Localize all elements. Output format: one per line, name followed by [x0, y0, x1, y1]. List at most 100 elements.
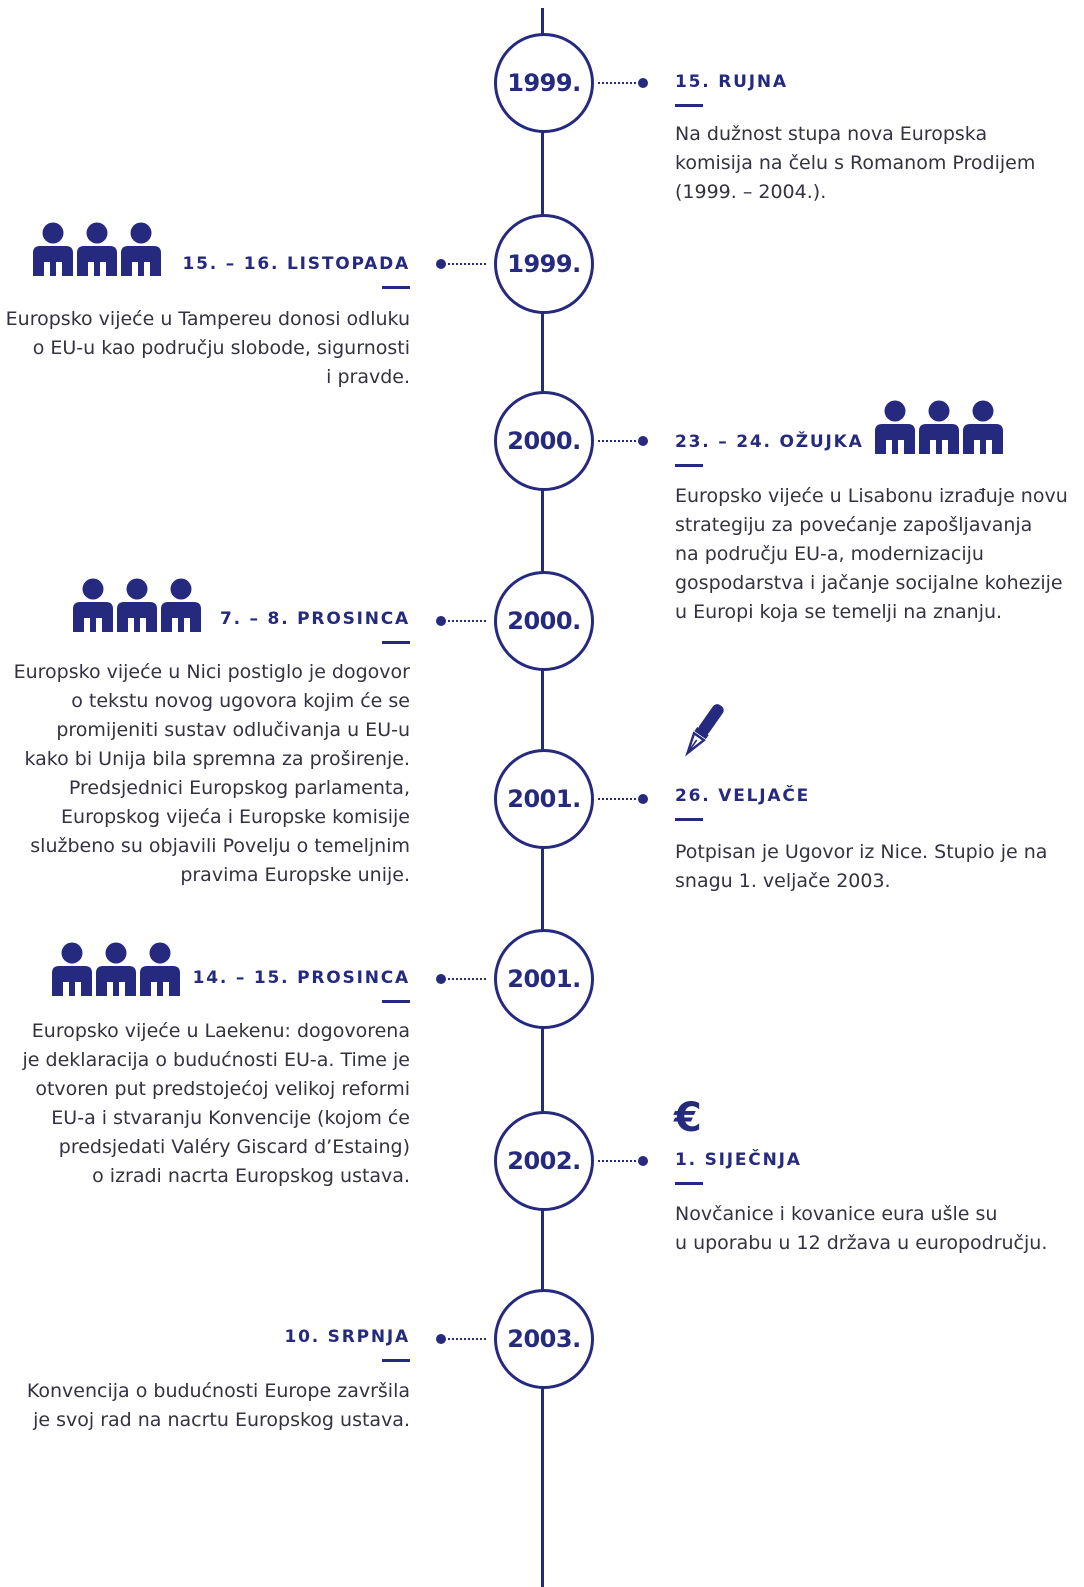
person-head [126, 578, 148, 600]
description-line: je svoj rad na nacrtu Europskog ustava. [33, 1409, 410, 1431]
person-head [149, 942, 171, 964]
person-body [52, 966, 92, 996]
event-date: 1. SIJEČNJA [675, 1150, 802, 1170]
description-line: (1999. – 2004.). [675, 181, 827, 203]
date-underline [382, 641, 410, 644]
date-underline [382, 1000, 410, 1003]
description-line: Potpisan je Ugovor iz Nice. Stupio je na [675, 841, 1048, 863]
year-circle: 2003. [494, 1289, 594, 1389]
description-line: Europsko vijeće u Tampereu donosi odluku [5, 308, 410, 330]
description-line: komisija na čelu s Romanom Prodijem [675, 152, 1036, 174]
description-line: u Europi koja se temelji na znanju. [675, 601, 1003, 623]
description-line: snagu 1. veljače 2003. [675, 870, 891, 892]
description-line: Europsko vijeće u Laekenu: dogovorena [31, 1020, 410, 1042]
connector-dot [638, 436, 648, 446]
timeline-connector [598, 1156, 648, 1166]
event-date: 15. – 16. LISTOPADA [182, 254, 410, 274]
date-underline [382, 286, 410, 289]
person-body [117, 602, 157, 632]
pen-nib [685, 731, 706, 757]
timeline-connector [436, 1334, 486, 1344]
event-date: 26. VELJAČE [675, 786, 811, 806]
euro-glyph: € [674, 1095, 702, 1141]
person-head [86, 222, 108, 244]
person-head [105, 942, 127, 964]
people-icon [73, 578, 201, 636]
person-head [61, 942, 83, 964]
event-description: Europsko vijeće u Laekenu: dogovorena je … [0, 1017, 410, 1191]
timeline-connector [436, 974, 486, 984]
description-line: predsjedati Valéry Giscard d’Estaing) [58, 1136, 410, 1158]
date-underline [675, 104, 703, 107]
date-underline [382, 1359, 410, 1362]
description-line: Europsko vijeće u Nici postiglo je dogov… [13, 661, 410, 683]
event-date: 14. – 15. PROSINCA [192, 968, 410, 988]
pen-band [694, 726, 709, 740]
connector-dot [638, 78, 648, 88]
description-line: o tekstu novog ugovora kojim će se [71, 690, 410, 712]
connector-dots [598, 82, 636, 84]
people-icon [33, 222, 161, 280]
timeline-connector [598, 78, 648, 88]
year-circle: 2001. [494, 749, 594, 849]
person-body [73, 602, 113, 632]
date-underline [675, 1182, 703, 1185]
people-icon [875, 400, 1003, 458]
person-body [875, 424, 915, 454]
pen-nib-slit [689, 739, 698, 751]
description-line: i pravde. [326, 366, 410, 388]
person-head [42, 222, 64, 244]
person-head [928, 400, 950, 422]
event-description: Europsko vijeće u Lisabonu izrađuje novu… [675, 482, 1075, 627]
timeline-connector [598, 794, 648, 804]
year-circle: 2000. [494, 571, 594, 671]
event-description: Novčanice i kovanice eura ušle su u upora… [675, 1200, 1075, 1258]
year-circle: 1999. [494, 33, 594, 133]
description-line: Europskog vijeća i Europske komisije [61, 806, 410, 828]
pen-barrel [698, 704, 724, 735]
person-head [130, 222, 152, 244]
date-underline [675, 464, 703, 467]
person-body [140, 966, 180, 996]
description-line: kako bi Unija bila spremna za proširenje… [24, 748, 411, 770]
description-line: je deklaracija o budućnosti EU-a. Time j… [22, 1049, 410, 1071]
person-body [919, 424, 959, 454]
description-line: promijeniti sustav odlučivanja u EU-u [56, 719, 410, 741]
person-body [96, 966, 136, 996]
description-line: pravima Europske unije. [180, 864, 410, 886]
connector-dots [448, 1338, 486, 1340]
description-line: službeno su objavili Povelju o temeljnim [30, 835, 410, 857]
description-line: Predsjednici Europskog parlamenta, [68, 777, 410, 799]
person-body [77, 246, 117, 276]
person-head [972, 400, 994, 422]
connector-dots [448, 978, 486, 980]
person-body [161, 602, 201, 632]
description-line: o izradi nacrta Europskog ustava. [92, 1165, 410, 1187]
description-line: Europsko vijeće u Lisabonu izrađuje novu [675, 485, 1068, 507]
date-underline [675, 818, 703, 821]
person-head [170, 578, 192, 600]
timeline-connector [436, 259, 486, 269]
description-line: u uporabu u 12 država u europodručju. [675, 1232, 1048, 1254]
connector-dot [436, 259, 446, 269]
connector-dot [436, 616, 446, 626]
euro-icon: € [674, 1098, 702, 1138]
connector-dots [448, 263, 486, 265]
description-line: strategiju za povećanje zapošljavanja [675, 514, 1033, 536]
connector-dots [598, 798, 636, 800]
connector-dots [598, 1160, 636, 1162]
connector-dots [598, 440, 636, 442]
description-line: EU-a i stvaranju Konvencije (kojom će [51, 1107, 410, 1129]
description-line: na području EU-a, modernizaciju [675, 543, 984, 565]
connector-dot [436, 1334, 446, 1344]
connector-dot [638, 1156, 648, 1166]
connector-dots [448, 620, 486, 622]
description-line: Novčanice i kovanice eura ušle su [675, 1203, 998, 1225]
person-body [33, 246, 73, 276]
connector-dot [638, 794, 648, 804]
description-line: otvoren put predstojećoj velikoj reformi [35, 1078, 410, 1100]
description-line: o EU-u kao području slobode, sigurnosti [32, 337, 410, 359]
